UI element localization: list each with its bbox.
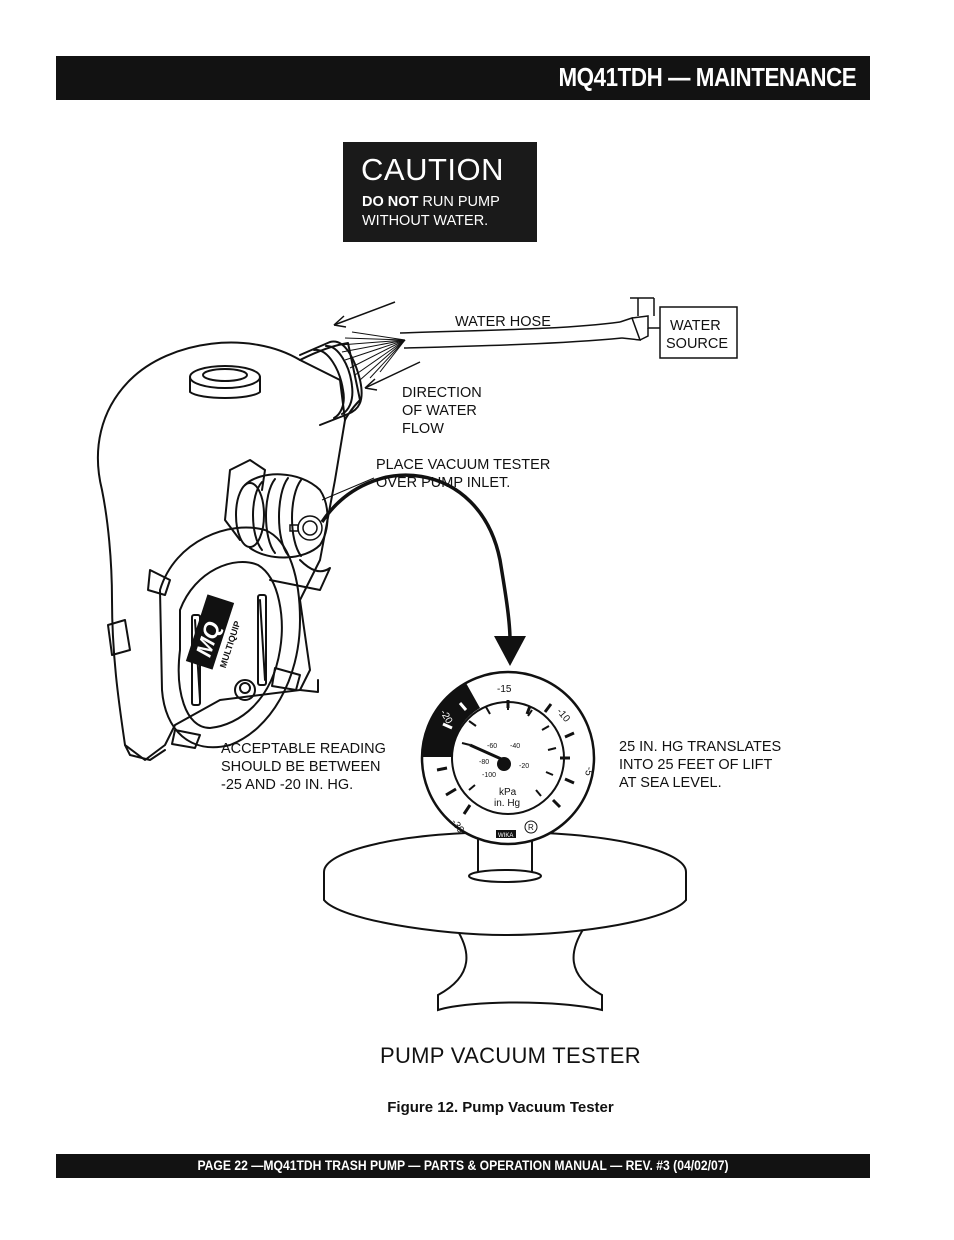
gauge-inner-label: -60 [487,743,497,750]
label-direction-1: DIRECTION [402,385,482,401]
label-place-tester-2: OVER PUMP INLET. [376,475,511,491]
acceptable-band [422,683,480,757]
caution-emphasis: DO NOT [362,194,419,210]
mounted-tester [289,515,323,541]
gauge-inner-label: -80 [479,759,489,766]
figure-title: PUMP VACUUM TESTER [380,1043,641,1068]
gauge-inner-label: -20 [519,763,529,770]
footer-bar: PAGE 22 —MQ41TDH TRASH PUMP — PARTS & OP… [56,1154,870,1178]
gauge-unit-kpa: kPa [499,787,517,798]
vacuum-gauge: -30 -25 -20 -15 -10 -5 -100 -80 -60 -40 … [420,670,596,846]
label-direction-3: FLOW [402,421,444,437]
label-water-hose: WATER HOSE [455,314,551,330]
gauge-inner-label: -40 [510,743,520,750]
label-acceptable-2: SHOULD BE BETWEEN [221,759,381,775]
label-translates-2: INTO 25 FEET OF LIFT [619,757,773,773]
water-hose [399,297,660,349]
label-water-source-2: SOURCE [666,336,729,352]
gauge-inner-label: -100 [482,772,496,779]
label-acceptable-1: ACCEPTABLE READING [221,741,386,757]
page-title: MQ41TDH — MAINTENANCE [558,62,856,92]
gauge-outer-label: -25 [427,763,440,780]
tester-arrow [494,636,526,666]
direction-arrows [333,301,421,391]
water-source-box [659,306,738,359]
gauge-outer-label: -5 [582,766,594,777]
caution-line-1: DO NOT RUN PUMP [362,194,500,210]
header-bar: MQ41TDH — MAINTENANCE [56,56,870,100]
registered-mark: R [528,823,534,832]
label-acceptable-3: -25 AND -20 IN. HG. [221,777,354,793]
gauge-maker: WIKA [498,833,513,839]
label-translates-3: AT SEA LEVEL. [619,775,722,791]
caution-line-1-rest: RUN PUMP [418,194,500,210]
caution-box: CAUTION DO NOT RUN PUMP WITHOUT WATER. [343,142,537,242]
gauge-outer-label: -15 [497,684,512,695]
figure-caption: Figure 12. Pump Vacuum Tester [0,1099,954,1116]
water-spray [339,331,406,381]
gauge-stand [323,831,687,1012]
tester-hose [320,473,512,641]
label-place-tester-1: PLACE VACUUM TESTER [376,457,551,473]
label-water-source-1: WATER [670,318,721,334]
caution-title: CAUTION [361,152,504,187]
footer-text: PAGE 22 —MQ41TDH TRASH PUMP — PARTS & OP… [197,1158,729,1173]
pump-body [96,341,346,761]
figure-caption-text: Figure 12. Pump Vacuum Tester [387,1099,614,1116]
gauge-unit-inhg: in. Hg [494,798,520,809]
leader-lines [321,477,375,501]
caution-line-2: WITHOUT WATER. [362,213,489,229]
label-direction-2: OF WATER [402,403,477,419]
multiquip-logo: MQ MULTIQUIP [185,594,242,670]
label-translates-1: 25 IN. HG TRANSLATES [619,739,782,755]
